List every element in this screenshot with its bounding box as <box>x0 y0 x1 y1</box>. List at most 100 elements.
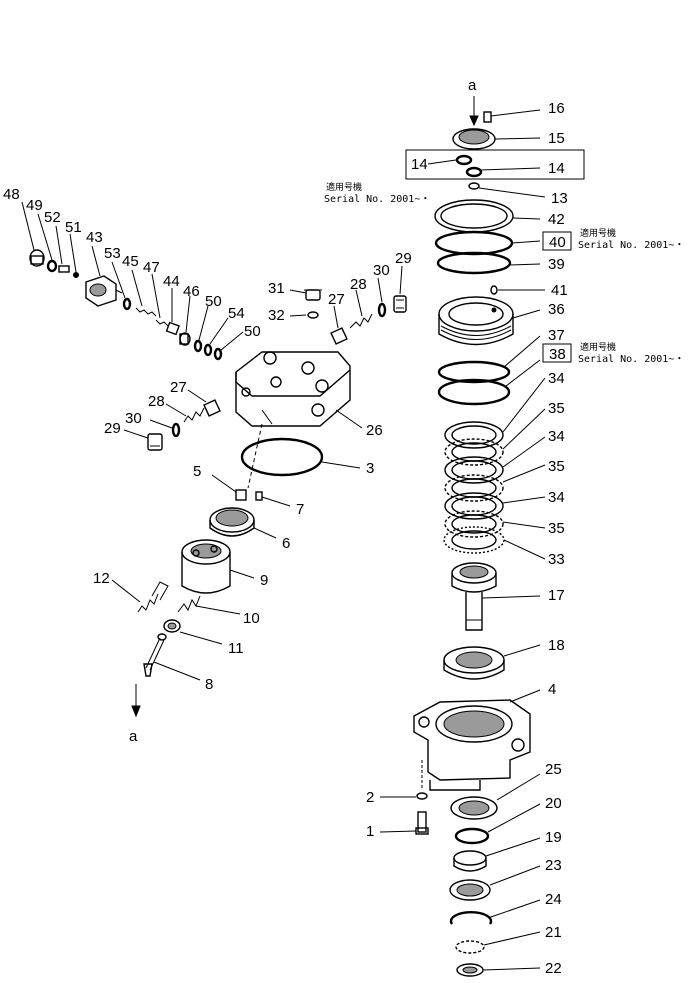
part-51-ball <box>73 272 79 278</box>
callout-6: 6 <box>282 535 290 552</box>
part-32-oring <box>307 311 319 319</box>
part-7-pin <box>255 491 263 501</box>
serial-note-jp-c: 適用号機 <box>580 341 616 353</box>
callout-4: 4 <box>548 681 556 698</box>
callout-44: 44 <box>163 273 180 290</box>
callout-35-c: 35 <box>548 520 565 537</box>
callout-19: 19 <box>545 829 562 846</box>
part-22-nut <box>456 963 484 977</box>
arrow-down-icon <box>131 684 141 718</box>
part-10-spring <box>177 595 201 613</box>
callout-31: 31 <box>268 280 285 297</box>
callout-47: 47 <box>143 259 160 276</box>
part-20-ring <box>454 827 490 845</box>
callout-24: 24 <box>545 891 562 908</box>
callout-18: 18 <box>548 637 565 654</box>
part-17-shaft <box>451 562 497 631</box>
part-12-spring-set <box>137 581 169 613</box>
callout-53: 53 <box>104 245 121 262</box>
callout-51: 51 <box>65 219 82 236</box>
part-46-spool <box>179 332 191 346</box>
callout-2: 2 <box>366 789 374 806</box>
part-30-oring-left <box>171 422 181 438</box>
callout-45: 45 <box>122 253 139 270</box>
part-36-cover <box>438 296 514 346</box>
callout-3: 3 <box>366 460 374 477</box>
arrow-down-icon <box>469 96 479 127</box>
callout-39: 39 <box>548 256 565 273</box>
callout-34-b: 34 <box>548 428 565 445</box>
callout-25: 25 <box>545 761 562 778</box>
callout-11: 11 <box>228 640 244 657</box>
part-45-spring <box>135 307 157 317</box>
callout-30-top: 30 <box>373 262 390 279</box>
callout-8: 8 <box>205 676 213 693</box>
part-39-ring <box>436 251 512 275</box>
part-44-spool <box>165 321 180 336</box>
part-16-bolt <box>483 109 541 123</box>
part-9-cylinder-block <box>181 539 231 594</box>
callout-40: 40 <box>549 234 566 251</box>
serial-note-c: Serial No. 2001~・ <box>578 354 684 365</box>
part-24-snap-ring <box>449 911 493 925</box>
callout-28-top: 28 <box>350 276 367 293</box>
serial-note-jp-b: 適用号機 <box>580 227 616 239</box>
part-49-oring <box>46 259 58 273</box>
callout-9: 9 <box>260 572 268 589</box>
part-27-plug-top <box>330 327 348 345</box>
part-14-washer-a <box>455 154 473 166</box>
part-30-oring-top <box>377 302 387 318</box>
part-6-valve-plate <box>209 507 255 537</box>
part-29-plug-top <box>393 295 407 313</box>
part-54-oring <box>203 343 213 357</box>
part-2-washer <box>416 792 428 800</box>
callout-52: 52 <box>44 209 61 226</box>
part-47-spring <box>155 319 169 327</box>
callout-35-b: 35 <box>548 458 565 475</box>
callout-36: 36 <box>548 301 565 318</box>
part-11-retainer <box>163 619 181 633</box>
callout-20: 20 <box>545 795 562 812</box>
part-21-lock-washer <box>455 940 485 954</box>
callout-14-left: 14 <box>411 156 428 173</box>
callout-49: 49 <box>26 197 43 214</box>
part-19-bearing <box>453 850 487 872</box>
callout-46: 46 <box>183 283 200 300</box>
callout-16: 16 <box>548 100 565 117</box>
callout-23: 23 <box>545 857 562 874</box>
callout-30-left: 30 <box>125 410 142 427</box>
part-3-oring <box>240 437 324 477</box>
serial-note-jp-a: 適用号機 <box>326 181 362 193</box>
callout-22: 22 <box>545 960 562 977</box>
callout-34-c: 34 <box>548 489 565 506</box>
part-8-shaft <box>143 633 167 677</box>
callout-1: 1 <box>366 823 374 840</box>
callout-41: 41 <box>551 282 568 299</box>
part-23-bearing <box>449 879 491 901</box>
part-50-oring-a <box>193 339 203 353</box>
part-15-plate <box>452 128 541 150</box>
callout-37: 37 <box>548 327 565 344</box>
callout-50-b: 50 <box>244 323 261 340</box>
part-42-ring <box>434 199 514 233</box>
callout-29-top: 29 <box>395 250 412 267</box>
callout-13: 13 <box>551 190 568 207</box>
serial-note-b: Serial No. 2001~・ <box>578 240 684 251</box>
callout-54: 54 <box>228 305 245 322</box>
part-31-cap <box>304 289 322 301</box>
part-14-variant-box <box>405 149 585 180</box>
callout-a-top: a <box>468 77 477 94</box>
part-14-washer-b <box>465 166 483 178</box>
callout-7: 7 <box>296 501 304 518</box>
callout-26: 26 <box>366 422 383 439</box>
callout-34-a: 34 <box>548 370 565 387</box>
callout-38: 38 <box>549 346 566 363</box>
part-48-plug <box>29 249 45 267</box>
serial-note-a: Serial No. 2001~・ <box>324 194 430 205</box>
callout-10: 10 <box>243 610 260 627</box>
callout-12: 12 <box>93 570 110 587</box>
part-5-pin <box>235 489 247 501</box>
callout-17: 17 <box>548 587 565 604</box>
part-41-pin <box>490 285 498 295</box>
